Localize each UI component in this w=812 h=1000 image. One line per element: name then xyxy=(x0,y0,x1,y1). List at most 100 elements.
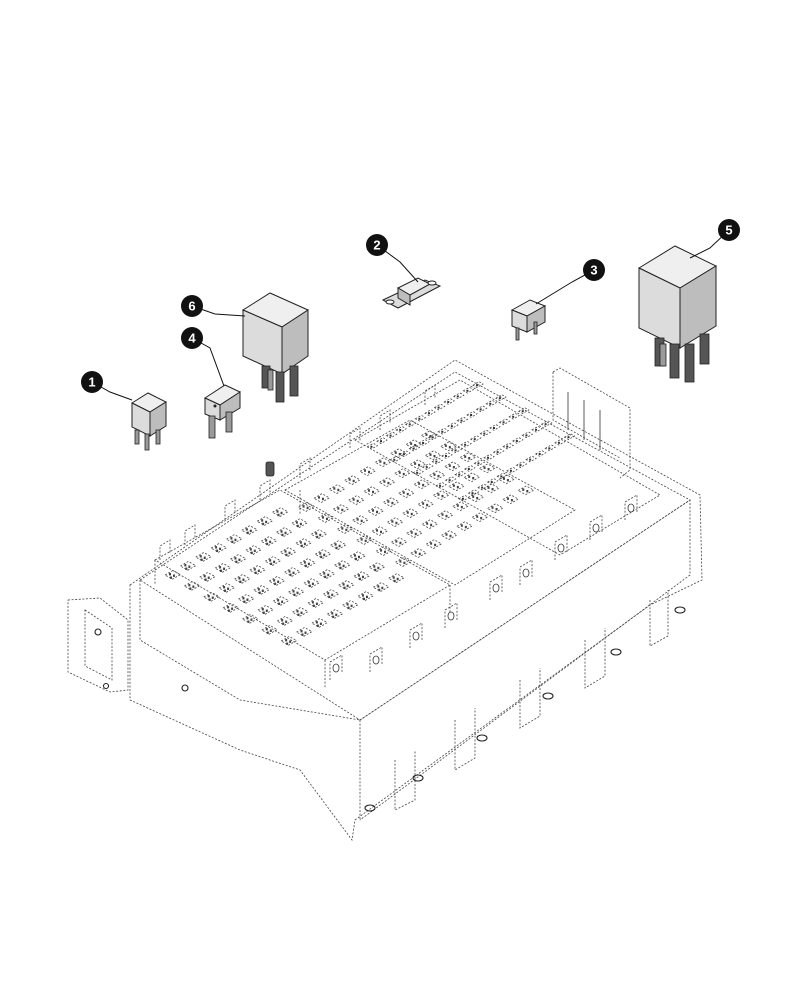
relay-socket xyxy=(240,525,259,535)
fuse-slot xyxy=(517,407,530,414)
relay-socket xyxy=(386,517,404,527)
relay-socket xyxy=(486,503,504,514)
fuse-slot xyxy=(534,450,547,457)
relay-socket xyxy=(371,526,389,536)
latch-tab xyxy=(554,534,568,560)
fuse-slot xyxy=(376,437,388,444)
fuse-slot xyxy=(443,398,455,405)
latch-tab xyxy=(259,479,271,500)
mounting-tabs xyxy=(364,590,686,812)
relay-socket xyxy=(264,556,282,566)
callout-2: 2 xyxy=(366,234,388,256)
relay-socket xyxy=(322,589,340,599)
relay-socket xyxy=(256,604,275,615)
relay-socket xyxy=(225,534,243,544)
relay-socket xyxy=(387,573,405,583)
fuse-slot xyxy=(435,481,447,489)
fuse-slot xyxy=(467,489,480,496)
relay-socket xyxy=(248,565,267,575)
relay-socket xyxy=(368,562,386,572)
relay-socket xyxy=(425,539,443,549)
relay-socket xyxy=(417,499,435,510)
fuse-slot xyxy=(412,468,424,476)
relay-socket xyxy=(374,457,392,468)
latch-tab xyxy=(444,602,458,628)
fuse-slot xyxy=(521,431,534,439)
latch-tabs xyxy=(159,384,638,680)
fuse-slot xyxy=(447,422,459,429)
fuse-slot xyxy=(544,444,557,452)
latch-tab xyxy=(369,646,383,672)
fuse-slot xyxy=(515,461,528,468)
relay-socket xyxy=(326,609,344,619)
relay-socket xyxy=(409,548,427,558)
fuse-slot xyxy=(433,403,446,411)
box-outer-shell xyxy=(129,359,703,842)
fuse-slot xyxy=(421,463,434,470)
relay-socket xyxy=(351,515,369,525)
callout-5: 5 xyxy=(718,219,740,241)
fuse-slot xyxy=(460,440,472,448)
relay-socket xyxy=(310,529,328,539)
relay-socket xyxy=(271,507,289,517)
callout-3: 3 xyxy=(583,259,605,281)
fuse-slot xyxy=(456,416,469,424)
latch-tab xyxy=(329,654,343,680)
relay-socket xyxy=(297,502,315,512)
relay-socket xyxy=(420,430,438,441)
relay-socket xyxy=(183,580,201,591)
relay-socket-grid xyxy=(164,430,535,646)
fuse-slot xyxy=(506,466,518,474)
relay-socket xyxy=(405,439,423,450)
fuse-slot xyxy=(477,483,489,491)
relay-socket xyxy=(382,497,400,507)
relay-socket xyxy=(202,591,220,602)
callout-1-label: 1 xyxy=(88,375,95,390)
relay-socket xyxy=(329,540,347,550)
relay-socket xyxy=(375,546,393,556)
relay-socket xyxy=(291,518,309,528)
fuse-slot xyxy=(431,457,444,465)
relay-socket xyxy=(363,486,381,496)
relay-socket xyxy=(241,613,259,624)
fuse-slot xyxy=(405,420,417,428)
fuse-slot xyxy=(473,459,486,467)
relay-socket xyxy=(295,538,313,548)
relay-socket xyxy=(268,576,286,586)
relay-socket xyxy=(413,479,431,490)
relay-socket xyxy=(317,513,335,523)
relay-socket xyxy=(440,441,458,452)
fuse-slot xyxy=(554,438,566,446)
relay-socket xyxy=(194,552,212,562)
fuse-slot xyxy=(479,429,492,437)
relay-socket xyxy=(390,537,408,547)
relay-socket xyxy=(482,483,500,494)
relay-socket xyxy=(355,535,373,545)
latch-tab xyxy=(489,574,503,600)
relay-socket xyxy=(260,536,278,546)
fuse-slot xyxy=(502,442,515,450)
relay-socket xyxy=(432,490,450,501)
left-bracket xyxy=(67,597,189,693)
relay-socket xyxy=(164,569,182,580)
relay-socket xyxy=(260,624,279,635)
relay-socket xyxy=(237,593,255,604)
fuse-slot xyxy=(498,418,511,426)
fuse-slot xyxy=(444,476,457,483)
latch-tab xyxy=(519,559,533,585)
relay-socket xyxy=(421,519,439,529)
relay-socket xyxy=(252,585,271,595)
relay-socket xyxy=(275,527,293,537)
latch-tab xyxy=(349,427,361,448)
fuse-slot xyxy=(489,424,501,431)
relay-socket xyxy=(332,504,350,514)
relay-socket xyxy=(347,495,365,505)
fuse-slot xyxy=(366,442,379,450)
fuse-slot xyxy=(472,381,484,388)
relay-socket xyxy=(272,596,290,606)
fuse-slot xyxy=(408,444,421,452)
fuse-slot xyxy=(385,431,398,439)
relay-socket xyxy=(353,571,371,581)
fuse-slot xyxy=(427,433,440,441)
relay-socket xyxy=(467,492,485,503)
